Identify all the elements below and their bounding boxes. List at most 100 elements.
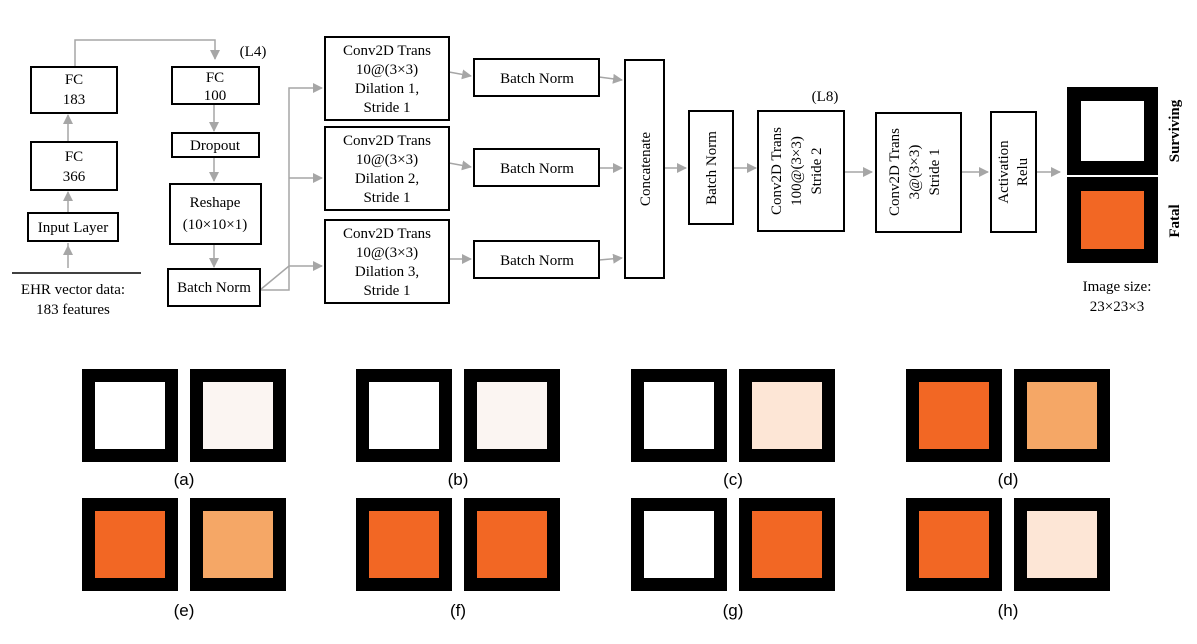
conv-branch-3: Conv2D Trans 10@(3×3) Dilation 3, Stride… bbox=[324, 219, 450, 304]
example-right-image bbox=[203, 511, 273, 578]
conv-branch-1-box bbox=[324, 36, 450, 121]
conv-branch-3-line4: Stride 1 bbox=[363, 283, 410, 299]
layer8-tag: (L8) bbox=[812, 89, 839, 105]
fc183-box bbox=[30, 66, 118, 114]
concatenate-label: Concatenate bbox=[638, 132, 654, 206]
example-pair-c: (c) bbox=[631, 369, 835, 489]
example-caption: (h) bbox=[998, 601, 1019, 620]
arrow-fc183-to-fc100 bbox=[74, 39, 220, 67]
example-pair-d: (d) bbox=[906, 369, 1110, 489]
branch-3-batchnorm-box bbox=[473, 240, 600, 279]
example-left-image bbox=[919, 511, 989, 578]
example-right-image bbox=[1027, 382, 1097, 449]
example-left-image bbox=[369, 511, 439, 578]
conv-branch-2-line3: Dilation 2, bbox=[355, 171, 419, 187]
example-caption: (e) bbox=[174, 601, 195, 620]
example-pair-g: (g) bbox=[631, 498, 835, 620]
input-layer-box bbox=[27, 212, 119, 242]
arrow-branch1-to-bn bbox=[448, 69, 472, 80]
example-caption: (g) bbox=[723, 601, 744, 620]
output-surviving-image bbox=[1067, 87, 1158, 175]
conv-stride2-line3: Stride 2 bbox=[809, 147, 825, 194]
example-left-image bbox=[644, 382, 714, 449]
output-label-fatal: Fatal bbox=[1167, 204, 1183, 237]
example-caption: (a) bbox=[174, 470, 195, 489]
conv-stride2-box bbox=[757, 110, 845, 232]
branch-1-batchnorm-box bbox=[473, 58, 600, 97]
conv-branch-1-line3: Dilation 1, bbox=[355, 81, 419, 97]
example-caption: (c) bbox=[723, 470, 743, 489]
conv-final-line3: Stride 1 bbox=[927, 148, 943, 195]
example-caption: (d) bbox=[998, 470, 1019, 489]
example-right-image bbox=[1027, 511, 1097, 578]
conv-stride2-line1: Conv2D Trans bbox=[769, 127, 785, 215]
branch-2-batchnorm-label: Batch Norm bbox=[500, 161, 574, 177]
conv-final-line1: Conv2D Trans bbox=[887, 128, 903, 216]
batchnorm-after-box bbox=[688, 110, 734, 225]
input-caption-line1: EHR vector data: bbox=[21, 282, 125, 298]
conv-branch-1-line4: Stride 1 bbox=[363, 100, 410, 116]
arrow-bn1-to-concat bbox=[598, 73, 623, 84]
input-caption-line2: 183 features bbox=[36, 302, 110, 318]
example-pair-a: (a) bbox=[82, 369, 286, 489]
concatenate-box bbox=[624, 59, 665, 279]
reshape-label: Reshape bbox=[190, 195, 241, 211]
example-caption: (b) bbox=[448, 470, 469, 489]
layer4-tag: (L4) bbox=[240, 44, 267, 60]
branch-3-batchnorm-label: Batch Norm bbox=[500, 253, 574, 269]
batchnorm-after-label: Batch Norm bbox=[704, 131, 720, 205]
reshape-shape: (10×10×1) bbox=[183, 217, 247, 233]
activation-box bbox=[990, 111, 1037, 233]
activation-line1: Activation bbox=[996, 140, 1012, 204]
image-size-line1: Image size: bbox=[1083, 279, 1152, 295]
conv-branch-1: Conv2D Trans 10@(3×3) Dilation 1, Stride… bbox=[324, 36, 450, 121]
fc366-box bbox=[30, 141, 118, 191]
conv-branch-2-line1: Conv2D Trans bbox=[343, 133, 431, 149]
fc100-label: FC bbox=[206, 70, 224, 86]
input-layer-label: Input Layer bbox=[38, 220, 108, 236]
conv-branch-2-line2: 10@(3×3) bbox=[356, 152, 418, 168]
example-left-image bbox=[644, 511, 714, 578]
example-left-image bbox=[919, 382, 989, 449]
reshape-box bbox=[169, 183, 262, 245]
example-right-image bbox=[752, 511, 822, 578]
example-right-image bbox=[752, 382, 822, 449]
fc100-units: 100 bbox=[204, 88, 227, 104]
conv-branch-3-box bbox=[324, 219, 450, 304]
arrow-bn3-to-concat bbox=[598, 253, 623, 264]
fc183-label: FC bbox=[65, 72, 83, 88]
example-pairs: (a) (b) (c) (d) (e) (f) (g) (h) bbox=[82, 369, 1110, 620]
example-right-image bbox=[203, 382, 273, 449]
conv-branch-1-line1: Conv2D Trans bbox=[343, 43, 431, 59]
conv-branch-2-box bbox=[324, 126, 450, 211]
example-right-image bbox=[477, 511, 547, 578]
example-pair-h: (h) bbox=[906, 498, 1110, 620]
example-left-image bbox=[95, 511, 165, 578]
fc366-units: 366 bbox=[63, 169, 86, 185]
output-fatal-image bbox=[1067, 177, 1158, 263]
example-left-image bbox=[95, 382, 165, 449]
example-caption: (f) bbox=[450, 601, 466, 620]
branch-1-batchnorm-label: Batch Norm bbox=[500, 71, 574, 87]
conv-branch-3-line1: Conv2D Trans bbox=[343, 226, 431, 242]
image-size-line2: 23×23×3 bbox=[1090, 299, 1144, 315]
conv-branch-2: Conv2D Trans 10@(3×3) Dilation 2, Stride… bbox=[324, 126, 450, 211]
conv-branch-3-line2: 10@(3×3) bbox=[356, 245, 418, 261]
example-pair-b: (b) bbox=[356, 369, 560, 489]
conv-branch-1-line2: 10@(3×3) bbox=[356, 62, 418, 78]
branch-2-batchnorm-box bbox=[473, 148, 600, 187]
arrow-batchnorm-to-branch1 bbox=[260, 83, 323, 291]
fc183-units: 183 bbox=[63, 92, 86, 108]
conv-branch-3-line3: Dilation 3, bbox=[355, 264, 419, 280]
conv-final-box bbox=[875, 112, 962, 233]
batchnorm-left-box bbox=[167, 268, 261, 307]
connectors bbox=[63, 39, 1061, 291]
conv-stride2-line2: 100@(3×3) bbox=[789, 136, 805, 206]
output-label-surviving: Surviving bbox=[1167, 99, 1183, 162]
fc100-box bbox=[171, 66, 260, 105]
conv-final-line2: 3@(3×3) bbox=[907, 145, 923, 200]
arrow-batchnorm-to-branch3 bbox=[259, 261, 323, 291]
dropout-box bbox=[171, 132, 260, 158]
conv-branch-2-line4: Stride 1 bbox=[363, 190, 410, 206]
